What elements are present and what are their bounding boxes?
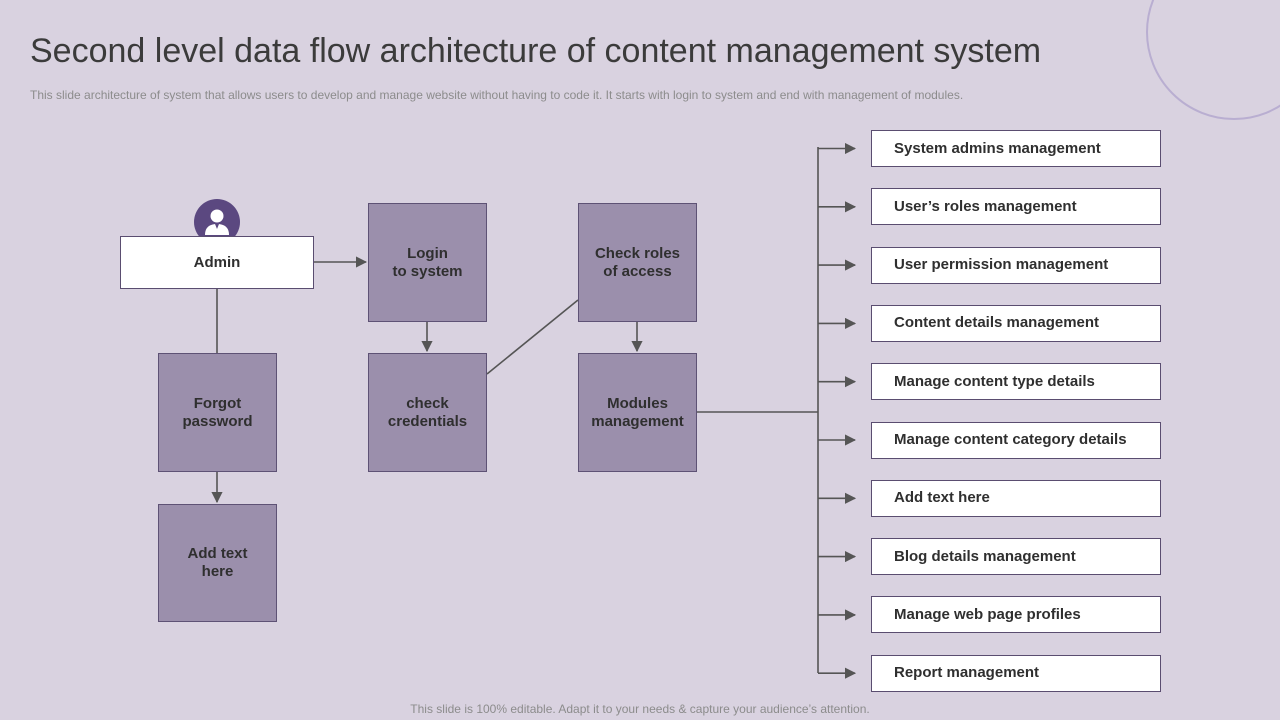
module-item: Report management: [871, 654, 1161, 692]
module-item: Content details management: [871, 304, 1161, 342]
module-item: Add text here: [871, 479, 1161, 517]
module-item: Blog details management: [871, 538, 1161, 576]
footer-note: This slide is 100% editable. Adapt it to…: [410, 702, 870, 716]
user-avatar-icon: [205, 209, 229, 235]
module-item: Manage content category details: [871, 421, 1161, 459]
module-item: Manage content type details: [871, 363, 1161, 401]
page-subtitle: This slide architecture of system that a…: [30, 88, 964, 102]
admin-box: Admin: [120, 236, 314, 289]
module-item: User permission management: [871, 246, 1161, 284]
module-item: User’s roles management: [871, 188, 1161, 226]
page-title: Second level data flow architecture of c…: [30, 32, 1042, 70]
module-item: System admins management: [871, 130, 1161, 167]
connector-credentials-roles: [486, 299, 579, 375]
module-item: Manage web page profiles: [871, 596, 1161, 634]
